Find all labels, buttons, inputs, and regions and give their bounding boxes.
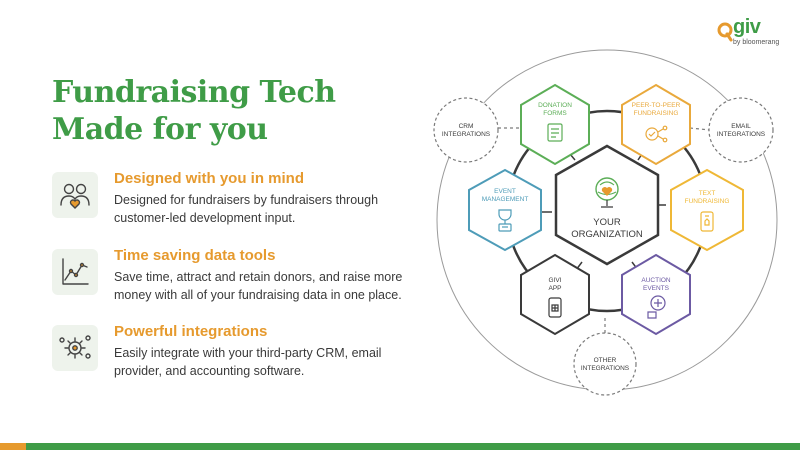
product-text-fundraising: TEXT FUNDRAISING <box>670 168 744 252</box>
center-label-line-2: ORGANIZATION <box>571 229 643 240</box>
logo-subtitle: by bloomerang <box>733 39 780 46</box>
integration-label-line-1: EMAIL <box>731 123 751 130</box>
feature-title: Powerful integrations <box>114 323 268 340</box>
product-label-line-2: MANAGEMENT <box>482 196 529 203</box>
product-label-line-1: GIVI <box>548 277 561 284</box>
integration-connectors <box>498 127 711 335</box>
product-label-line-2: FUNDRAISING <box>685 198 730 205</box>
center-label-line-1: YOUR <box>593 217 621 228</box>
footer-bar-accent <box>0 443 26 450</box>
mobile-app-icon <box>548 297 562 318</box>
product-label-line-1: TEXT <box>699 190 716 197</box>
text-phone-icon <box>700 211 714 232</box>
product-label-line-1: EVENT <box>494 188 516 195</box>
title-line-1: Fundraising Tech <box>52 75 336 110</box>
auction-bid-icon <box>647 295 666 319</box>
integration-other: OTHER INTEGRATIONS <box>573 332 637 396</box>
product-donation-forms: DONATION FORMS <box>520 83 590 166</box>
product-givi-app: GIVI APP <box>520 253 590 336</box>
product-label-line-2: EVENTS <box>643 285 670 292</box>
people-heart-icon <box>52 172 98 218</box>
feature-description: Save time, attract and retain donors, an… <box>114 270 403 302</box>
product-label-line-1: AUCTION <box>641 277 671 284</box>
qgiv-q-icon <box>717 22 733 42</box>
integration-email: EMAIL INTEGRATIONS <box>708 97 774 163</box>
logo-wordmark: giv <box>733 16 761 38</box>
feature-title: Time saving data tools <box>114 247 276 264</box>
feature-title: Designed with you in mind <box>114 170 305 187</box>
brand-logo: giv by bloomerang <box>717 16 797 50</box>
integration-crm: CRM INTEGRATIONS <box>433 97 499 163</box>
feature-description: Easily integrate with your third-party C… <box>114 346 382 378</box>
product-event-management: EVENT MANAGEMENT <box>468 168 542 252</box>
integration-label-line-2: INTEGRATIONS <box>717 131 766 138</box>
peer-share-icon <box>645 125 668 143</box>
feature-description: Designed for fundraisers by fundraisers … <box>114 193 379 225</box>
title-line-2: Made for you <box>52 112 268 147</box>
product-label-line-2: FORMS <box>543 110 567 117</box>
heart-globe-icon <box>595 177 619 208</box>
donation-form-icon <box>547 123 563 142</box>
event-trophy-icon <box>498 209 512 232</box>
integration-label-line-2: INTEGRATIONS <box>442 131 491 138</box>
product-peer-to-peer: PEER-TO-PEER FUNDRAISING <box>621 83 691 166</box>
integration-label-line-1: OTHER <box>594 357 617 364</box>
product-label-line-2: APP <box>548 285 561 292</box>
center-organization: YOUR ORGANIZATION <box>554 144 660 266</box>
product-label-line-2: FUNDRAISING <box>634 110 679 117</box>
line-chart-icon <box>52 249 98 295</box>
footer-bar <box>0 443 800 450</box>
product-label-line-1: DONATION <box>538 102 572 109</box>
product-auction-events: AUCTION EVENTS <box>621 253 691 336</box>
integrations-gear-icon <box>52 325 98 371</box>
integration-label-line-1: CRM <box>459 123 474 130</box>
page-title: Fundraising Tech Made for you <box>52 74 336 148</box>
product-label-line-1: PEER-TO-PEER <box>632 102 681 109</box>
integration-label-line-2: INTEGRATIONS <box>581 365 630 372</box>
